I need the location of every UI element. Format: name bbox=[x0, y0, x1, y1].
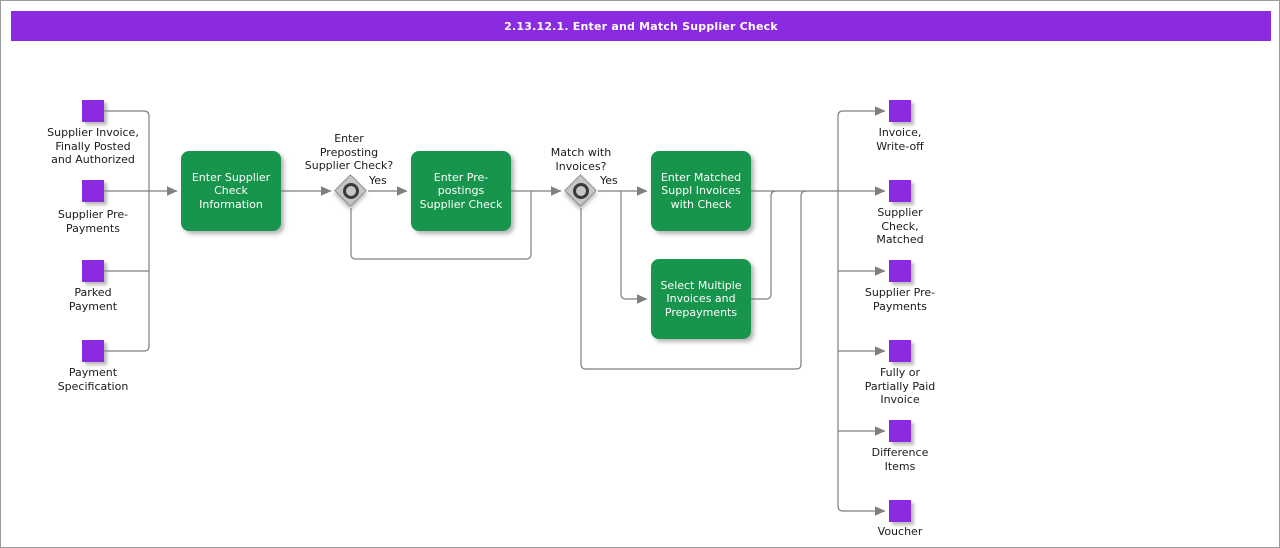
output-node-voucher[interactable] bbox=[889, 500, 911, 522]
output-label-voucher: Voucher bbox=[877, 525, 923, 538]
input-node-supplier-invoice[interactable] bbox=[82, 100, 104, 122]
diagram-title-bar: 2.13.12.1. Enter and Match Supplier Chec… bbox=[11, 11, 1271, 41]
output-label-invoice-write-off: Invoice, Write-off bbox=[876, 126, 924, 153]
output-node-difference-items[interactable] bbox=[889, 420, 911, 442]
output-node-supplier-check-matched[interactable] bbox=[889, 180, 911, 202]
input-label-supplier-invoice: Supplier Invoice, Finally Posted and Aut… bbox=[47, 126, 139, 166]
output-label-paid-invoice: Fully or Partially Paid Invoice bbox=[864, 366, 936, 406]
output-label-supplier-check-matched: Supplier Check, Matched bbox=[876, 206, 924, 246]
input-node-supplier-prepayments[interactable] bbox=[82, 180, 104, 202]
input-label-parked-payment: Parked Payment bbox=[68, 286, 118, 313]
output-node-paid-invoice[interactable] bbox=[889, 340, 911, 362]
input-node-payment-specification[interactable] bbox=[82, 340, 104, 362]
output-node-supplier-prepayments[interactable] bbox=[889, 260, 911, 282]
input-label-payment-specification: Payment Specification bbox=[57, 366, 129, 393]
input-label-supplier-prepayments: Supplier Pre- Payments bbox=[57, 208, 129, 235]
decision1-yes-label: Yes bbox=[369, 174, 387, 187]
output-node-invoice-write-off[interactable] bbox=[889, 100, 911, 122]
diagram-title: 2.13.12.1. Enter and Match Supplier Chec… bbox=[504, 19, 778, 33]
decision2-question: Match with Invoices? bbox=[550, 146, 612, 173]
process-enter-supplier-check-information[interactable]: Enter Supplier Check Information bbox=[181, 151, 281, 231]
output-label-supplier-prepayments: Supplier Pre- Payments bbox=[864, 286, 936, 313]
process-select-multiple-invoices[interactable]: Select Multiple Invoices and Prepayments bbox=[651, 259, 751, 339]
decision1-ring-icon bbox=[343, 183, 359, 199]
decision1-question: Enter Preposting Supplier Check? bbox=[304, 132, 394, 172]
connector-process4-merge bbox=[751, 190, 777, 300]
connector-branch-to-process4 bbox=[620, 191, 648, 304]
process-enter-matched-suppl-invoices[interactable]: Enter Matched Suppl Invoices with Check bbox=[651, 151, 751, 231]
process-enter-prepostings-supplier-check[interactable]: Enter Pre- postings Supplier Check bbox=[411, 151, 511, 231]
input-node-parked-payment[interactable] bbox=[82, 260, 104, 282]
output-label-difference-items: Difference Items bbox=[871, 446, 929, 473]
decision2-ring-icon bbox=[573, 183, 589, 199]
decision2-yes-label: Yes bbox=[600, 174, 618, 187]
